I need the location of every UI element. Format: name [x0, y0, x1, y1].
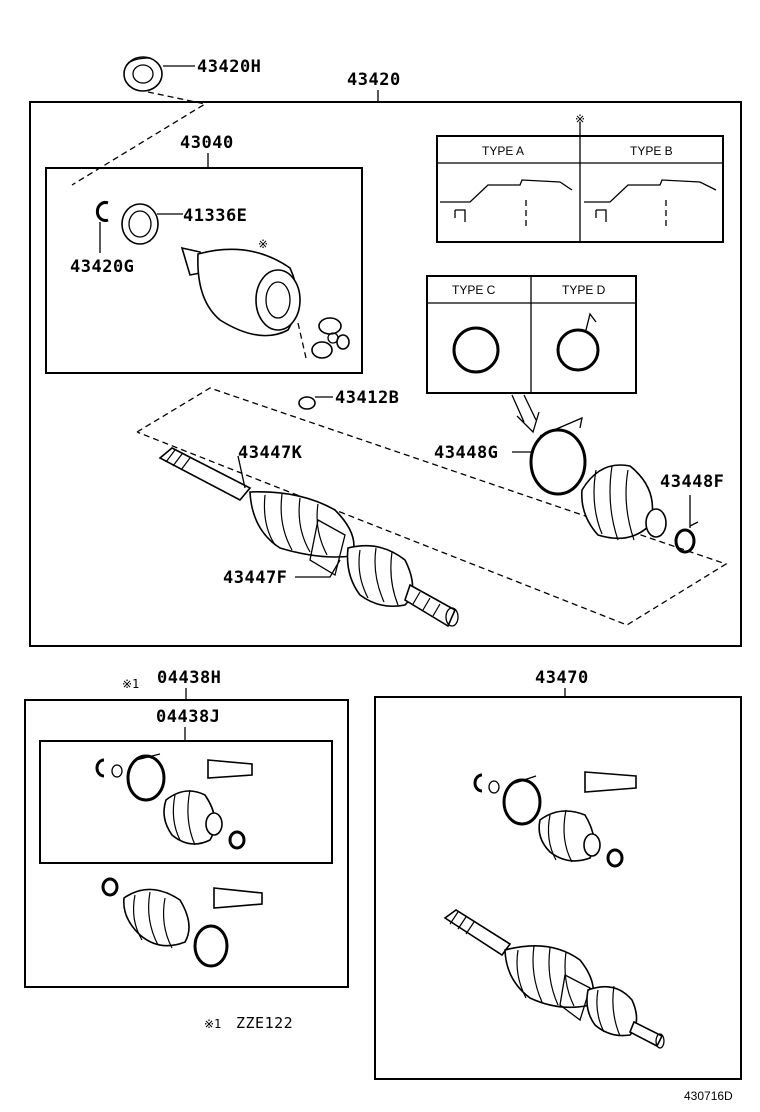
kit-04438H-box [24, 699, 349, 988]
part-number-43420H[interactable]: 43420H [197, 57, 261, 77]
shaft-assembly-part[interactable] [443, 909, 665, 1049]
part-number-43040[interactable]: 43040 [180, 133, 234, 153]
kit-snap-ring-icon [95, 758, 105, 778]
part-number-43447K[interactable]: 43447K [238, 443, 303, 463]
type-d-label: TYPE D [562, 283, 606, 297]
part-number-43447F[interactable]: 43447F [223, 568, 287, 588]
drawing-id: 430716D [684, 1089, 733, 1103]
type-b-label: TYPE B [630, 144, 673, 158]
part-number-43470[interactable]: 43470 [535, 668, 589, 688]
part-number-41336E[interactable]: 41336E [183, 206, 247, 226]
type-cd-detail: TYPE C TYPE D [426, 275, 637, 394]
shaft-boot-icon [538, 810, 595, 862]
tripod-part[interactable] [297, 317, 350, 359]
outer-boot-part[interactable] [581, 464, 667, 541]
kit-h-parts [101, 877, 263, 968]
part-number-43448G[interactable]: 43448G [434, 443, 498, 463]
oil-seal-part[interactable] [123, 56, 163, 92]
part-number-43412B[interactable]: 43412B [335, 388, 399, 408]
shaft-snap-ring-icon [473, 773, 483, 793]
type-c-label: TYPE C [452, 283, 496, 297]
joint-housing-part[interactable]: ※ [180, 237, 301, 337]
hole-snap-ring-part[interactable] [298, 396, 316, 410]
type-ab-detail: ※ TYPE A TYPE B [436, 112, 724, 243]
kit-j-parts [95, 753, 253, 850]
part-number-04438H[interactable]: 04438H [157, 668, 221, 688]
footnote-mark: ※1 [204, 1017, 221, 1031]
kit-outer-boot-icon [123, 888, 190, 947]
type-a-label: TYPE A [482, 144, 524, 158]
shaft-assembly-43470-box [374, 696, 742, 1080]
boot-ring-part[interactable] [121, 203, 159, 245]
part-number-43420G[interactable]: 43420G [70, 257, 134, 277]
footnote-text: ZZE122 [236, 1014, 293, 1032]
type-mark-ab: ※ [575, 112, 585, 126]
part-number-43420[interactable]: 43420 [347, 70, 401, 90]
type-mark-joint: ※ [258, 237, 268, 251]
drive-shaft-part[interactable] [158, 447, 459, 628]
kit-mark: ※1 [122, 677, 139, 691]
part-number-43448F[interactable]: 43448F [660, 472, 724, 492]
inner-joint-box [45, 167, 363, 374]
assembly-43420-box [29, 101, 742, 647]
snap-ring-part[interactable] [95, 201, 109, 222]
part-number-04438J[interactable]: 04438J [156, 707, 220, 727]
arrow-icon [511, 394, 540, 434]
boot-clamp-small-part[interactable] [674, 521, 699, 554]
kit-04438J-box [39, 740, 333, 864]
boot-clamp-large-part[interactable] [529, 416, 587, 496]
shaft-kit-parts [473, 771, 637, 868]
